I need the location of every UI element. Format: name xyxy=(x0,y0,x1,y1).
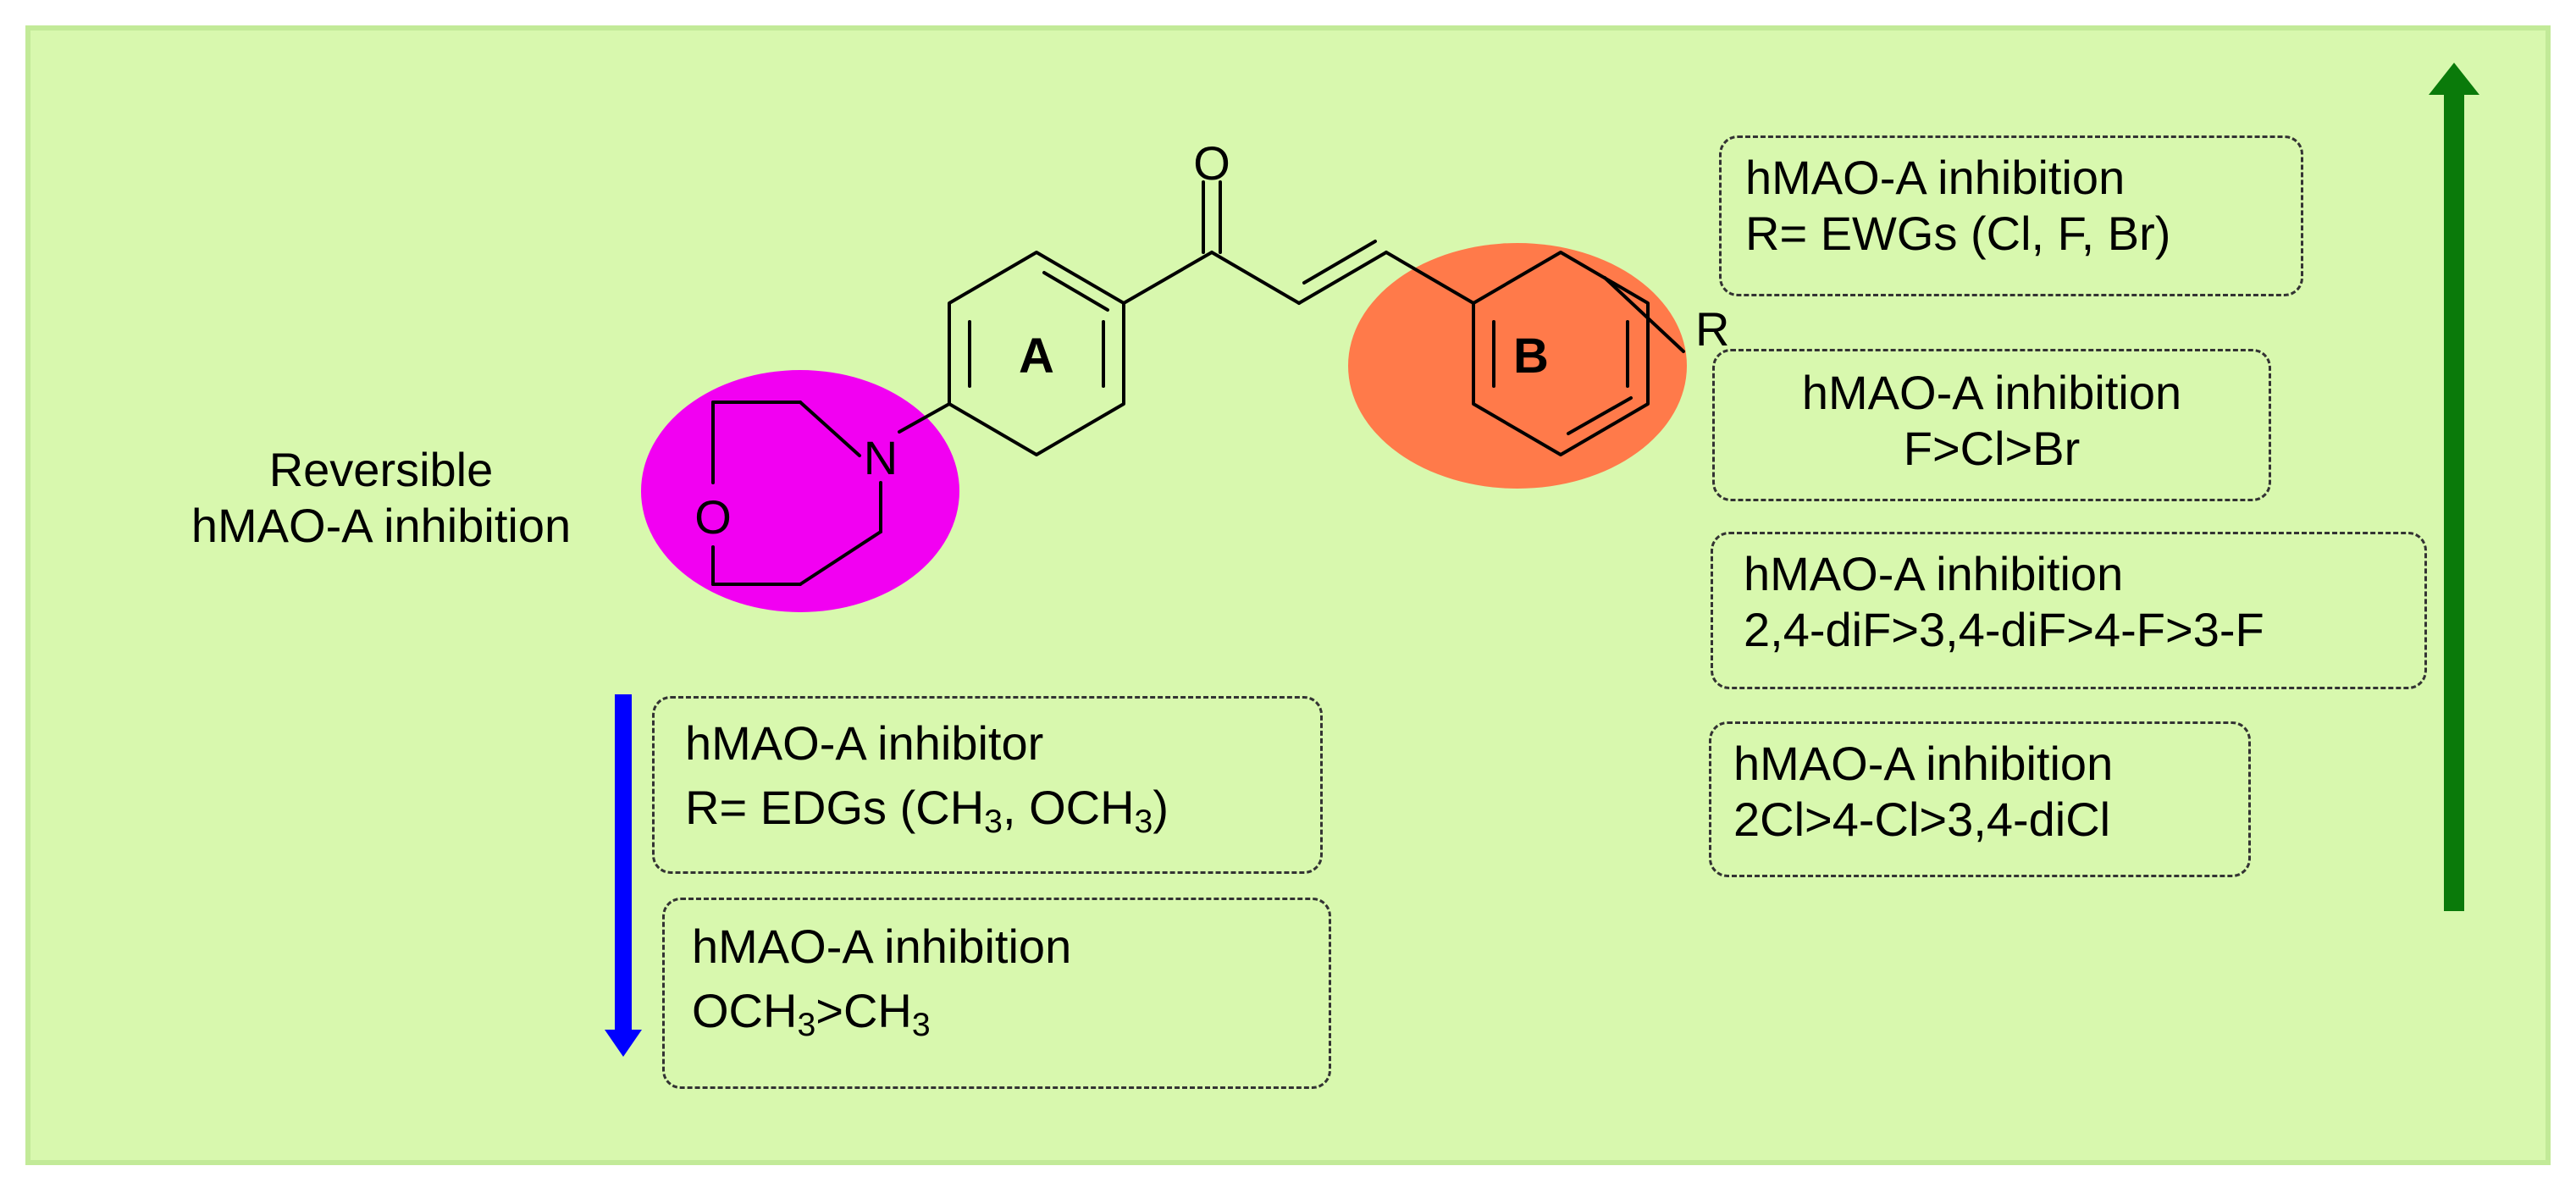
box-line1: hMAO-A inhibition xyxy=(1733,737,2114,790)
box-line1: hMAO-A inhibition xyxy=(692,920,1072,973)
reversible-inhibition-label: Reversible hMAO-A inhibition xyxy=(127,442,635,554)
left-label-line1: Reversible xyxy=(268,443,494,496)
box-line2: F>Cl>Br xyxy=(1903,422,2081,475)
ring-b-highlight xyxy=(1348,243,1687,489)
box-line1: hMAO-A inhibition xyxy=(1745,151,2125,204)
morpholine-highlight xyxy=(641,370,959,612)
halogen-order-box: hMAO-A inhibition F>Cl>Br xyxy=(1712,349,2271,501)
methoxy-order-box: hMAO-A inhibition OCH3>CH3 xyxy=(662,898,1331,1089)
left-label-line2: hMAO-A inhibition xyxy=(191,499,572,552)
morpholine-oxygen: O xyxy=(694,490,732,544)
box-line2: 2Cl>4-Cl>3,4-diCl xyxy=(1733,793,2111,846)
ring-b xyxy=(1472,251,1650,456)
chloro-order-box: hMAO-A inhibition 2Cl>4-Cl>3,4-diCl xyxy=(1709,721,2251,877)
box-line2: OCH3>CH3 xyxy=(692,984,931,1043)
morpholine-nitrogen: N xyxy=(864,431,898,484)
diagram-panel xyxy=(25,25,2551,1165)
box-line1: hMAO-A inhibition xyxy=(1801,366,2182,419)
ring-b-label: B xyxy=(1513,329,1549,384)
substituent-r: R xyxy=(1695,302,1729,356)
carbonyl-oxygen: O xyxy=(1193,136,1230,190)
box-line2: R= EDGs (CH3, OCH3) xyxy=(685,781,1169,840)
box-line1: hMAO-A inhibitor xyxy=(685,716,1044,770)
box-line2: 2,4-diF>3,4-diF>4-F>3-F xyxy=(1744,603,2264,656)
fluoro-order-box: hMAO-A inhibition 2,4-diF>3,4-diF>4-F>3-… xyxy=(1711,532,2427,689)
ring-a-label: A xyxy=(1019,329,1054,384)
ewg-inhibition-box: hMAO-A inhibition R= EWGs (Cl, F, Br) xyxy=(1719,135,2303,296)
decrease-arrow xyxy=(605,694,642,1057)
increase-arrow xyxy=(2429,63,2479,911)
box-line2: R= EWGs (Cl, F, Br) xyxy=(1745,207,2171,260)
edg-inhibitor-box: hMAO-A inhibitor R= EDGs (CH3, OCH3) xyxy=(652,696,1323,874)
box-line1: hMAO-A inhibition xyxy=(1744,547,2124,600)
